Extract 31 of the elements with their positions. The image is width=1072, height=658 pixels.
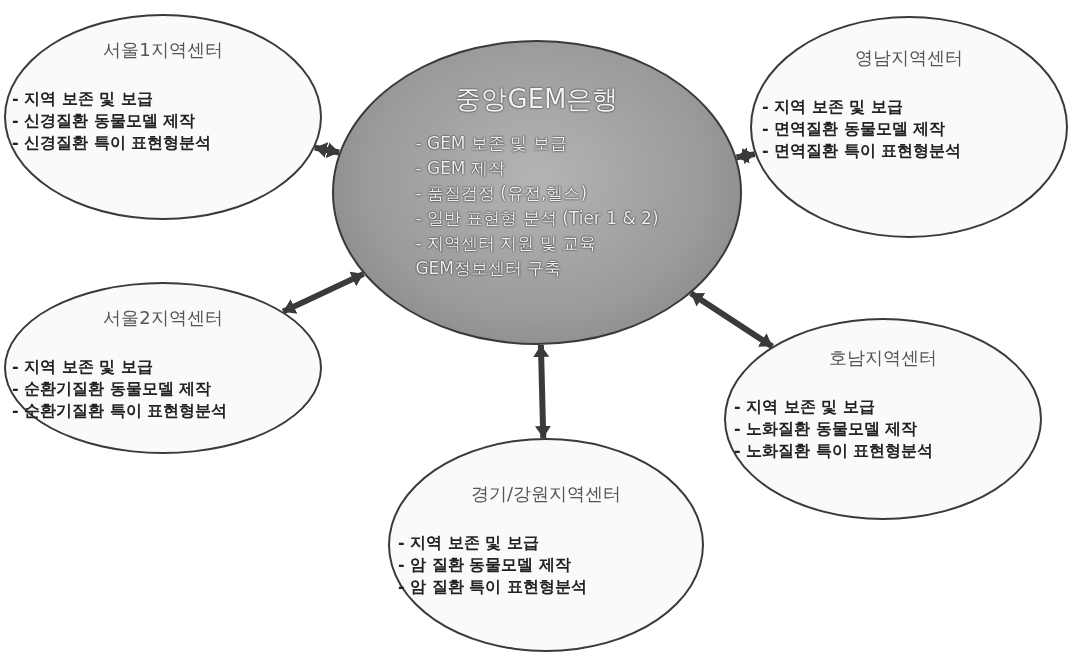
list-item: - 노화질환 특이 표현형분석 — [734, 440, 934, 462]
node-title: 경기/강원지역센터 — [470, 482, 622, 506]
double-arrow — [735, 147, 756, 165]
node-title: 중앙GEM은행 — [455, 83, 619, 116]
node-title: 영남지역센터 — [855, 46, 963, 70]
double-arrow — [314, 142, 340, 159]
list-item: - 품질검정 (유전,헬스) — [415, 182, 588, 205]
list-item: - 지역 보존 및 보급 — [398, 532, 539, 554]
double-arrow — [533, 344, 551, 439]
list-item: - 면역질환 동물모델 제작 — [762, 118, 946, 140]
list-item: - 신경질환 동물모델 제작 — [12, 110, 196, 132]
node-title: 호남지역센터 — [829, 346, 937, 370]
node-title: 서울1지역센터 — [103, 38, 223, 62]
list-item: - GEM 보존 및 보급 — [415, 132, 567, 155]
list-item: - 암 질환 동물모델 제작 — [398, 554, 571, 576]
list-item: - 지역센터 지원 및 교육 — [415, 232, 597, 255]
list-item: - 지역 보존 및 보급 — [762, 96, 903, 118]
list-item: - 지역 보존 및 보급 — [12, 356, 153, 378]
list-item: GEM정보센터 구축 — [415, 257, 562, 280]
list-item: - 노화질환 동물모델 제작 — [734, 418, 918, 440]
double-arrow — [281, 271, 365, 315]
double-arrow — [689, 290, 774, 350]
list-item: - 신경질환 특이 표현형분석 — [12, 132, 212, 154]
list-item: - GEM 제작 — [415, 157, 505, 180]
list-item: - 면역질환 특이 표현형분석 — [762, 140, 962, 162]
list-item: - 지역 보존 및 보급 — [12, 88, 153, 110]
list-item: - 지역 보존 및 보급 — [734, 396, 875, 418]
node-title: 서울2지역센터 — [103, 306, 223, 330]
list-item: - 순환기질환 특이 표현형분석 — [12, 400, 228, 422]
list-item: - 순환기질환 동물모델 제작 — [12, 378, 212, 400]
list-item: - 암 질환 특이 표현형분석 — [398, 576, 587, 598]
